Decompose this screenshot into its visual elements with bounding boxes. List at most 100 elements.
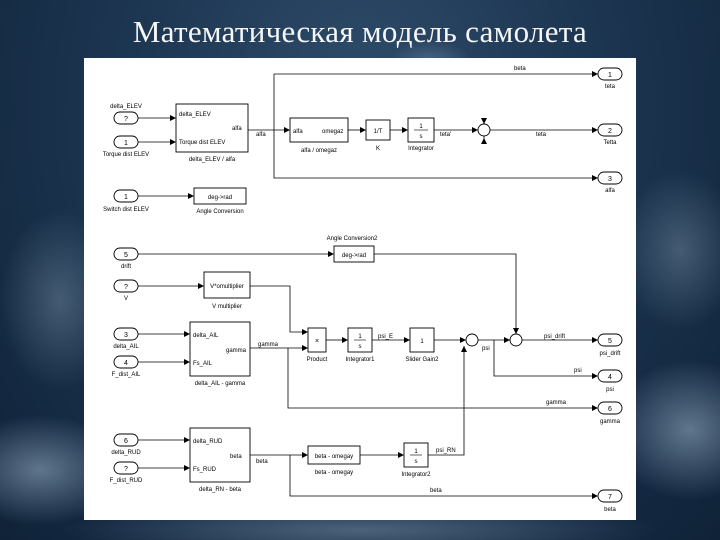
arrow [184,331,190,337]
wire-psi-out [493,340,592,377]
block-text: beta - omegay [315,454,353,460]
block-alfa-omegaz[interactable] [289,117,349,143]
block-port-label: omegaz [322,129,343,135]
wire-drift-rad [374,253,517,334]
block-num: 1 [414,449,418,455]
inport-num: 6 [124,438,128,445]
arrow [513,328,519,334]
arrow [360,127,366,133]
arrow [184,359,190,365]
block-slider-gain[interactable] [409,327,435,353]
arrow [184,465,190,471]
block-v-multiplier[interactable] [203,271,251,299]
block-port-label: alfa [293,129,303,135]
outport-gamma[interactable] [597,401,623,415]
outport-num: 1 [608,72,612,79]
wire [250,285,302,333]
outport-num: 7 [608,494,612,501]
block-name: Angle Conversion [196,209,243,215]
sum-junction-psi[interactable] [465,333,479,347]
block-name: delta_AIL - gamma [195,381,246,387]
arrow [302,452,308,458]
sum-junction[interactable] [477,123,491,137]
block-name: K [376,146,380,152]
outport-num: 4 [608,374,612,381]
arrow [302,329,308,335]
slide-title: Математическая модель самолета [132,14,588,49]
block-text: V*omultiplier [210,284,244,290]
block-den: s [359,344,362,350]
wire-psi-rn [428,346,465,456]
wire-label-teta-dot: teta' [440,132,451,138]
outport-label: psi_drift [599,351,620,357]
wire-label-psi-drift: psi_drift [544,334,565,340]
outport-beta[interactable] [597,489,623,503]
arrow [461,346,467,352]
block-name: delta_RN - beta [199,487,242,493]
outport-alfa[interactable] [597,171,623,185]
block-angle-conversion[interactable] [193,187,247,205]
outport-teta[interactable] [597,67,623,81]
block-port-label: gamma [226,348,247,354]
inport-num: 4 [124,360,128,367]
outport-label: alfa [605,188,615,194]
arrow [342,337,348,343]
block-name: Integrator2 [401,472,431,478]
inport-num: 1 [124,194,128,201]
block-text: 1/T [374,129,383,135]
arrow [170,115,176,121]
arrow [592,493,598,499]
block-ail-subsystem[interactable] [189,321,251,377]
block-name: delta_ELEV / alfa [189,157,236,163]
block-integrator2[interactable] [403,442,429,468]
block-name: Slider Gain2 [405,357,439,363]
arrow [481,118,487,124]
block-port-label: Fs_AIL [193,361,213,367]
block-port-label: delta_ELEV [179,112,211,118]
arrow [398,452,404,458]
arrow [481,138,487,144]
simulink-diagram-panel: beta 1 teta ? delta_ELEV 1 Torque dist E… [84,58,636,520]
arrow [184,437,190,443]
block-elev-subsystem[interactable] [175,103,249,153]
arrow [592,337,598,343]
outport-tetta[interactable] [597,123,623,137]
block-port-label: alfa [232,126,242,132]
block-name: Integrator1 [345,357,375,363]
block-port-label: delta_RUD [193,439,223,445]
arrow [592,127,598,133]
wire-label-gamma-out: gamma [546,400,567,406]
inport-label: drift [121,264,131,270]
inport-label: delta_RUD [111,450,141,456]
inport-num: 5 [124,252,128,259]
block-port-label: Torque dist ELEV [179,140,225,146]
inport-label: delta_AIL [113,344,139,350]
arrow [188,193,194,199]
inport-label: F_dist_RUD [110,478,143,484]
inport-num: 3 [124,332,128,339]
sum-junction-psi-drift[interactable] [509,333,523,347]
block-name: Product [307,357,328,363]
block-name: Angle Conversion2 [327,236,378,242]
outport-label: gamma [600,419,621,425]
arrow [592,373,598,379]
wire-label-beta-top: beta [514,66,526,72]
inport-label: Switch dist ELEV [103,207,149,213]
outport-label: Tetta [603,140,617,146]
block-rud-subsystem[interactable] [189,427,251,483]
block-name: V multiplier [212,304,242,310]
arrow [592,71,598,77]
wire-label-psi: psi [482,346,490,352]
wire-label-psi-e: psi_E [378,334,393,340]
inport-num: ? [124,466,128,473]
arrow [460,337,466,343]
block-port-label: beta [230,454,242,460]
arrow [592,175,598,181]
block-port-label: delta_AIL [193,333,219,339]
outport-psi[interactable] [597,369,623,383]
wire-label-gamma: gamma [258,342,279,348]
outport-psi-drift[interactable] [597,333,623,347]
wire-label-beta: beta [256,459,268,465]
block-port-label: Fs_RUD [193,467,217,473]
inport-label: delta_ELEV [110,104,142,110]
